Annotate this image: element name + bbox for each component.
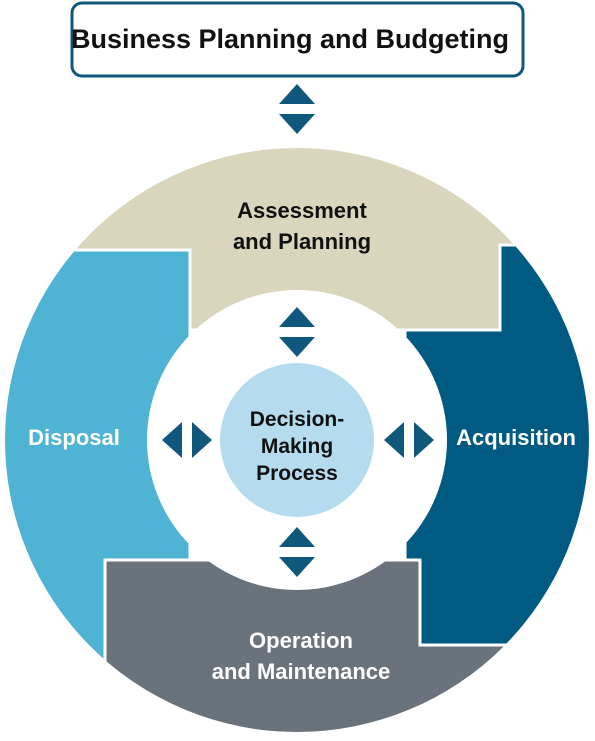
center-label-line2: Making <box>261 435 333 458</box>
label-operation-sub: and Maintenance <box>212 659 390 684</box>
arrow-left-icon <box>162 422 182 458</box>
header-title: Business Planning and Budgeting <box>71 24 509 54</box>
arrow-down-icon <box>279 337 315 357</box>
arrow-right-icon <box>414 422 434 458</box>
center-circle <box>220 363 374 517</box>
label-disposal: Disposal <box>28 425 120 450</box>
arrow-up-icon <box>279 527 315 547</box>
label-assessment: Assessment <box>237 198 367 223</box>
arrow-down-icon <box>279 557 315 577</box>
header-box <box>70 1 525 78</box>
arrow-right-icon <box>192 422 212 458</box>
label-acquisition: Acquisition <box>456 425 576 450</box>
arrow-down-icon <box>279 114 315 134</box>
center-label-line1: Decision- <box>250 408 345 431</box>
label-assessment-sub: and Planning <box>233 229 371 254</box>
arrow-up-icon <box>279 307 315 327</box>
center-label-line3: Process <box>256 462 338 485</box>
arrow-up-icon <box>279 84 315 104</box>
arrow-left-icon <box>384 422 404 458</box>
label-operation: Operation <box>249 628 353 653</box>
